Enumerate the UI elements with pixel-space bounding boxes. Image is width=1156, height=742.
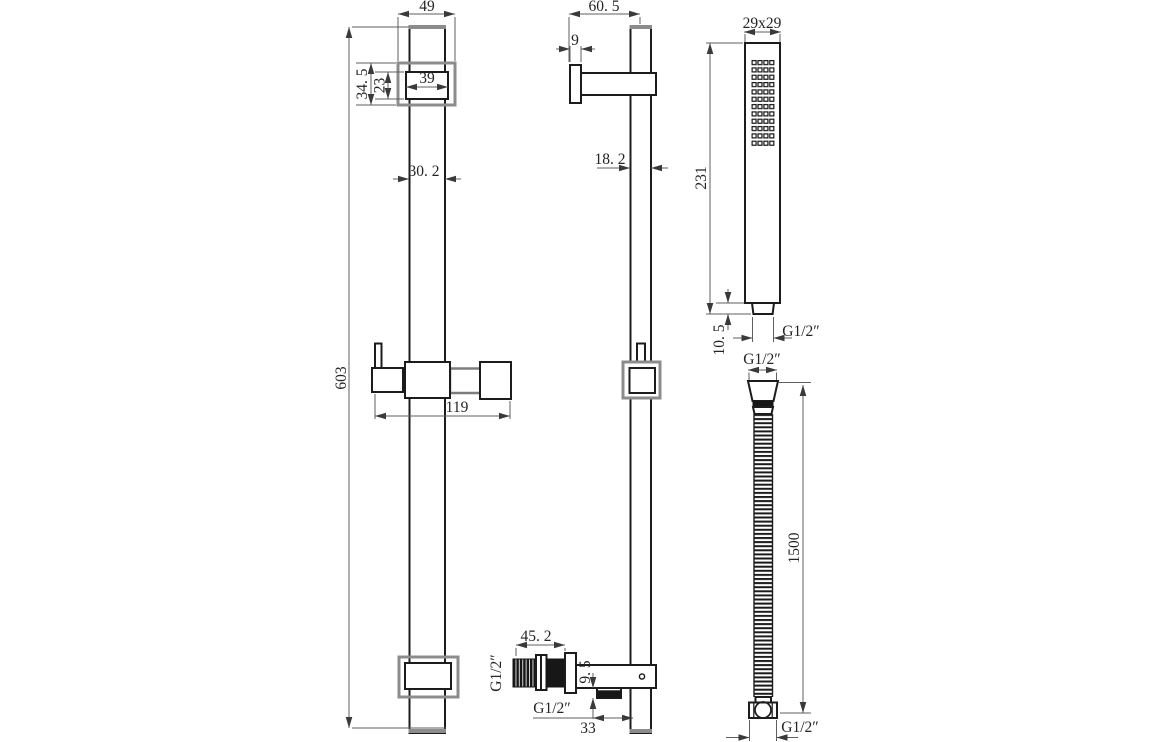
dim-label-handset-thread-length: 10. 5 [711,324,728,355]
hose-neck [751,406,775,415]
front-holder-arm [448,367,483,395]
side-rail-top-cap [629,25,652,29]
dim-hose-top-thread: G1/2″ [743,351,781,380]
dim-label-front-bracket-width: 49 [419,0,435,15]
supply-inlet-thread [512,658,537,688]
dim-label-front-rail-width: 30. 2 [409,163,440,180]
handset-view: 29x29 231 10. 5 G1/2″ [693,15,820,356]
dim-label-supply-outlet-thread: G1/2″ [533,700,570,717]
dim-hose-bottom-thread: G1/2″ [726,719,819,741]
dim-handset-face: 29x29 [743,15,782,42]
dim-label-front-bracket-height: 34. 5 [354,68,371,99]
supply-body [545,658,566,688]
dim-hose-length: 1500 [779,382,811,714]
dim-side-bracket-depth: 60. 5 [568,0,641,62]
side-wall-plate [569,64,582,104]
front-slider-body [404,361,451,399]
dim-handset-thread: G1/2″ [733,317,820,342]
dim-side-rail-depth: 18. 2 [595,151,668,172]
front-view: 603 49 34. 5 23 39 [333,0,512,734]
supply-outlet [596,687,622,699]
hose-collar-band [752,401,774,407]
supply-bracket-hole [638,673,646,680]
hose-tube-edges [753,414,774,697]
dim-handset-thread-length: 10. 5 [711,289,744,356]
dim-front-bracket-height: 34. 5 [354,62,396,106]
dim-label-supply-inlet-thread: G1/2″ [488,654,505,691]
dim-label-supply-outlet-height: 9. 5 [577,660,594,684]
side-slider-inner [628,367,656,394]
dim-front-sleeve-height: 23 [372,71,404,100]
side-top-bracket-arm [580,72,657,96]
dim-front-sleeve-width: 39 [406,70,448,91]
dim-label-hose-top-thread: G1/2″ [743,351,780,368]
dim-supply-inlet-length: 45. 2 [515,628,566,656]
dim-label-hose-length: 1500 [786,532,803,563]
dim-front-bracket-width: 49 [397,0,456,61]
dim-label-front-overall-height: 603 [333,366,350,390]
hose-top-fitting [746,380,780,402]
front-bottom-bracket [397,655,460,699]
hose-view: G1/2″ 1500 G1/2″ [726,351,819,741]
dim-front-overall-height: 603 [333,26,446,729]
side-rail-bottom-cap [629,729,652,733]
front-bottom-sleeve [404,662,452,690]
hose-nut-circle [754,701,772,719]
dim-handset-length: 231 [693,42,751,315]
dim-label-front-sleeve-height: 23 [372,78,389,94]
hose-ribbed-tube [754,414,773,697]
dim-front-rail-width: 30. 2 [393,163,461,183]
front-holder-block [479,361,512,400]
front-top-bracket [396,61,457,107]
dim-label-handset-thread: G1/2″ [782,323,819,340]
dim-label-handset-length: 231 [693,166,710,189]
dim-side-wall-plate: 9 [556,32,595,62]
dim-label-front-slider-length: 119 [446,399,469,416]
dim-label-handset-face: 29x29 [743,15,782,32]
dim-front-slider-length: 119 [374,394,511,420]
front-rail-bottom-cap [408,729,446,733]
front-slider-lever [374,342,383,371]
dim-supply-outlet-offset: G1/2″ 33 [533,700,633,737]
handset-connector [750,302,776,315]
dim-label-hose-bottom-thread: G1/2″ [781,719,818,736]
dim-supply-outlet-height: 9. 5 [577,660,597,719]
dim-label-side-rail-depth: 18. 2 [595,151,626,168]
handset-nozzle-grid [751,59,775,147]
front-rail-top-cap [408,25,446,29]
side-view: 60. 5 9 18. 2 45. 2 G1/2″ 9. 5 [488,0,668,737]
supply-flange [564,652,577,694]
front-slider-left-block [371,367,404,393]
supply-outlet-thread [597,690,621,698]
dim-label-side-wall-plate: 9 [571,32,579,49]
dim-label-supply-inlet-length: 45. 2 [521,628,552,645]
hose-nut-facets [753,702,773,718]
dim-label-supply-outlet-offset: 33 [580,720,596,737]
dim-label-front-sleeve-width: 39 [419,70,435,87]
dim-label-side-bracket-depth: 60. 5 [589,0,620,15]
